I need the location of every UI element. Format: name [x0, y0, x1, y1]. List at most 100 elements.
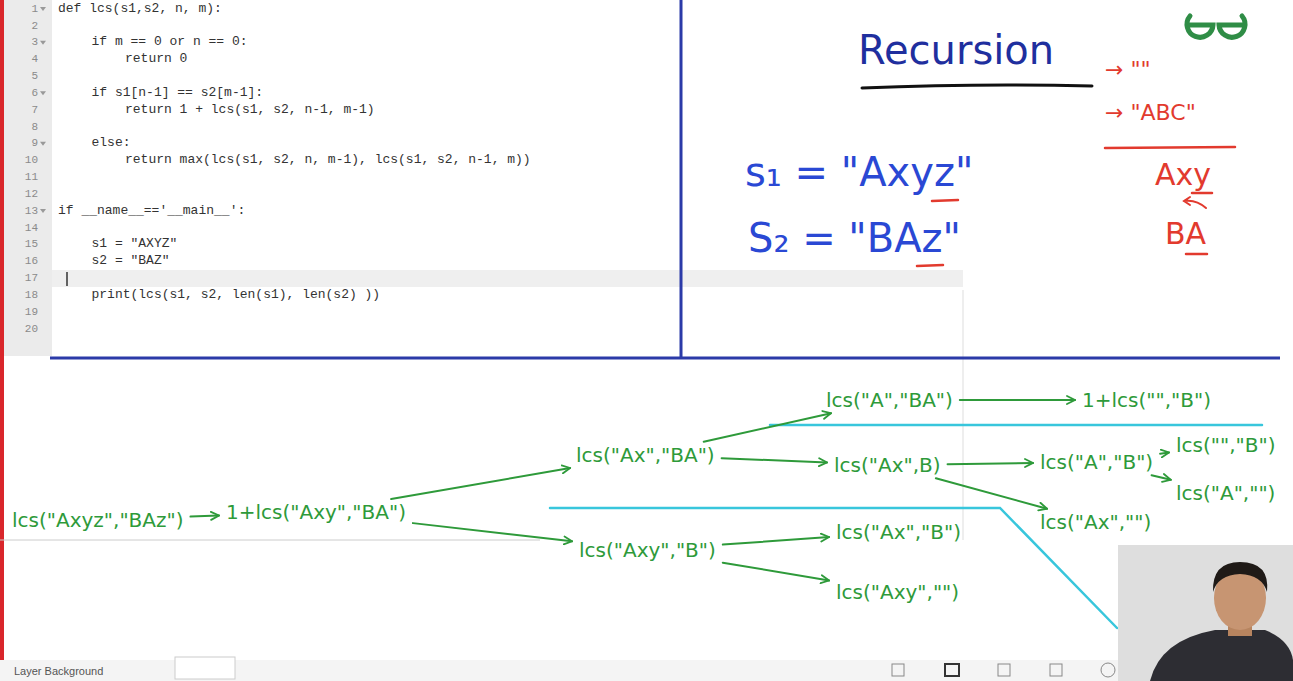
call-arrow: [936, 478, 1047, 508]
call-arrow: [948, 463, 1033, 464]
call-text: lcs("Axy","B"): [579, 539, 716, 562]
red-note-holder: BA: [1165, 217, 1206, 252]
code-line: return 1 + lcs(s1, s2, n-1, m-1): [125, 102, 375, 117]
recursion-call: lcs("Axy","B"): [575, 538, 720, 563]
text-cursor: [66, 272, 68, 286]
red-underline: [917, 265, 943, 266]
cyan-stroke: [550, 508, 1117, 628]
call-arrow: [722, 458, 827, 462]
red-underline: [1192, 192, 1212, 195]
board-note: s₁ = "Axyz": [745, 149, 973, 195]
recursion-call: lcs("Ax","BA"): [572, 443, 719, 468]
toolbar-icon: [1050, 664, 1062, 676]
board-note-holder: s₁ = "Axyz": [745, 149, 973, 195]
call-text: lcs("Axyz","BAz"): [12, 509, 183, 532]
call-arrow: [960, 399, 1075, 401]
code-line-holder: if s1[n-1] == s2[m-1]:: [92, 86, 264, 101]
recursion-call: lcs("Axyz","BAz"): [8, 508, 187, 533]
line-number-holder: 2: [4, 20, 38, 33]
line-number-holder: 18: [4, 289, 38, 302]
line-number-holder: 4: [4, 53, 38, 66]
call-text: lcs("A",""): [1176, 482, 1275, 505]
recursion-call: lcs("","B"): [1172, 433, 1279, 458]
code-line-holder: if __name__=='__main__':: [58, 204, 245, 219]
recursion-call: 1+lcs("Axy","BA"): [222, 500, 410, 525]
board-note: S₂ = "BAz": [748, 215, 961, 261]
editor-gutter: [4, 0, 52, 356]
cyan-stroke: [770, 424, 1262, 427]
call-arrow: [1160, 452, 1169, 453]
line-number: 7: [31, 104, 38, 116]
code-line-holder: return 0: [125, 52, 187, 67]
toolbar-icon: [945, 664, 959, 676]
brand-logo: [1219, 16, 1245, 37]
code-line-holder: return max(lcs(s1, s2, n, m-1), lcs(s1, …: [125, 153, 531, 168]
line-number-holder: 13: [4, 205, 38, 218]
fold-marker: [40, 7, 46, 11]
code-line: return max(lcs(s1, s2, n, m-1), lcs(s1, …: [125, 152, 531, 167]
red-underline: [932, 200, 958, 201]
line-number: 9: [31, 137, 38, 149]
fold-marker: [40, 91, 46, 95]
recursion-call: lcs("A","BA"): [822, 388, 957, 413]
call-arrow: [190, 516, 219, 517]
recursion-call: lcs("Ax",B): [830, 453, 945, 478]
code-line-holder: if m == 0 or n == 0:: [92, 35, 248, 50]
fold-marker: [40, 209, 46, 213]
presenter-shirt: [1150, 630, 1293, 681]
red-note-holder: → "": [1105, 57, 1151, 82]
line-number-holder: 14: [4, 222, 38, 235]
recursion-call: lcs("A","B"): [1036, 450, 1157, 475]
code-line: print(lcs(s1, s2, len(s1), len(s2) )): [92, 287, 381, 302]
line-number: 19: [25, 306, 38, 318]
line-number: 12: [25, 188, 38, 200]
blue-divider-vertical: [680, 0, 683, 357]
code-line-holder: else:: [92, 136, 131, 151]
line-number: 15: [25, 238, 38, 250]
toolbar-icon: [998, 664, 1010, 676]
red-arrow: [1184, 197, 1206, 208]
call-text: lcs("Axy",""): [836, 581, 959, 604]
presenter-hair: [1213, 562, 1267, 592]
line-number: 5: [31, 70, 38, 82]
call-text: lcs("Ax","B"): [836, 521, 961, 544]
red-note: Axy: [1155, 157, 1211, 192]
line-number: 13: [25, 205, 38, 217]
recursion-call: lcs("A",""): [1172, 481, 1279, 506]
toolbar-label-holder: Layer Background: [14, 665, 103, 678]
line-number: 18: [25, 289, 38, 301]
bottom-toolbar: [0, 660, 1118, 681]
toolbar-icon: [1101, 663, 1115, 677]
title-underline: [862, 85, 1092, 88]
board-note-holder: S₂ = "BAz": [748, 215, 961, 261]
call-arrow: [391, 468, 570, 499]
red-note: → "ABC": [1105, 100, 1196, 125]
current-line-highlight: [52, 270, 963, 287]
red-underline: [1186, 253, 1207, 256]
panel-divider: [963, 290, 964, 540]
call-arrow: [1152, 475, 1171, 480]
line-number: 3: [31, 36, 38, 48]
line-number-holder: 17: [4, 272, 38, 285]
code-line: def lcs(s1,s2, n, m):: [58, 1, 222, 16]
code-line-holder: return 1 + lcs(s1, s2, n-1, m-1): [125, 103, 375, 118]
code-line: if __name__=='__main__':: [58, 203, 245, 218]
line-number-holder: 7: [4, 104, 38, 117]
code-line-holder: s2 = "BAZ": [92, 254, 170, 269]
red-note: → "": [1105, 57, 1151, 82]
line-number-holder: 9: [4, 137, 38, 150]
line-number-holder: 1: [4, 3, 38, 16]
blue-divider-horizontal: [50, 357, 1280, 360]
red-note: BA: [1165, 216, 1206, 251]
board-title: Recursion: [858, 27, 1054, 73]
call-text: lcs("Ax","BA"): [576, 444, 715, 467]
toolbar-label: Layer Background: [14, 665, 103, 677]
line-number: 4: [31, 53, 38, 65]
line-number: 6: [31, 87, 38, 99]
recursion-call: 1+lcs("","B"): [1078, 388, 1215, 413]
line-number-holder: 6: [4, 87, 38, 100]
line-number: 2: [31, 20, 38, 32]
red-note-holder: Axy: [1155, 158, 1211, 193]
code-line-holder: s1 = "AXYZ": [92, 237, 178, 252]
